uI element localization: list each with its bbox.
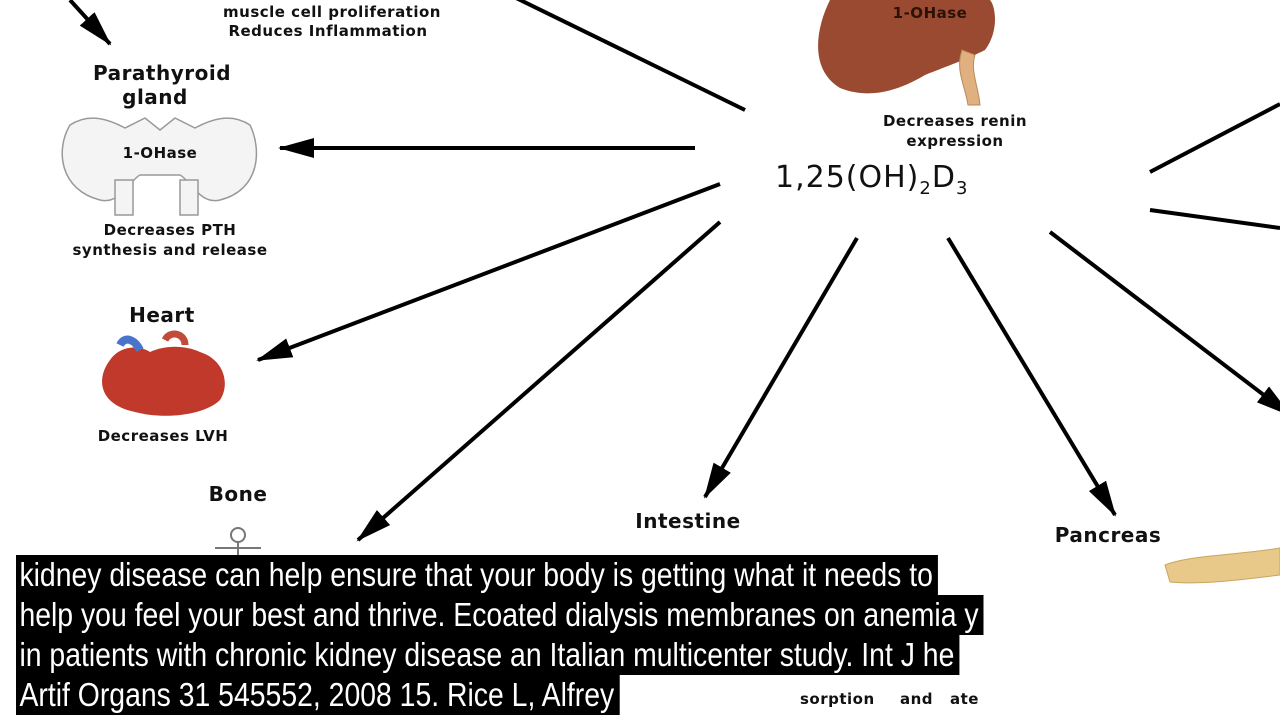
formula-mid: D	[931, 160, 956, 195]
subtitle-line: kidney disease can help ensure that your…	[16, 555, 939, 595]
intestine-partial-2: and	[900, 690, 934, 708]
subtitle-overlay: kidney disease can help ensure that your…	[16, 555, 1141, 715]
kidney-enzyme-label: 1-OHase	[892, 4, 968, 22]
arrow-intestine	[703, 236, 859, 499]
arrow-top-left	[68, 0, 112, 46]
intestine-title: Intestine	[635, 509, 741, 533]
parathyroid-effect-line1: Decreases PTH	[103, 221, 237, 239]
arrow-bone	[356, 220, 722, 542]
pancreas-illustration	[1164, 547, 1280, 584]
arrow-heart	[256, 182, 721, 362]
parathyroid-illustration	[61, 117, 258, 216]
line-top	[515, 0, 746, 112]
kidney-effect-line2: expression	[906, 132, 1004, 150]
heart-title: Heart	[129, 303, 195, 327]
bone-title: Bone	[208, 482, 268, 506]
intestine-partial-1: sorption	[800, 690, 875, 708]
kidney-effect-line1: Decreases renin	[882, 112, 1028, 130]
top-text-line1: muscle cell proliferation	[223, 3, 441, 21]
arrow-right-lower	[1048, 230, 1280, 417]
parathyroid-enzyme-label: 1-OHase	[122, 144, 198, 162]
parathyroid-title-line2: gland	[122, 85, 188, 109]
formula-sub2: 3	[955, 178, 969, 199]
formula-base: 1,25(OH)	[775, 160, 920, 195]
formula-sub1: 2	[919, 178, 932, 199]
parathyroid-title-line1: Parathyroid	[92, 61, 232, 85]
heart-illustration	[102, 330, 225, 416]
subtitle-line: Artif Organs 31 545552, 2008 15. Rice L,…	[16, 675, 620, 715]
subtitle-line: in patients with chronic kidney disease …	[16, 635, 960, 675]
skeleton-illustration	[215, 527, 261, 556]
hormone-formula: 1,25(OH)2D3	[775, 160, 968, 199]
parathyroid-effect-line2: synthesis and release	[72, 241, 268, 259]
line-right-mid	[1149, 208, 1280, 230]
heart-effect: Decreases LVH	[97, 427, 229, 445]
line-right-upper	[1149, 102, 1280, 174]
subtitle-line: help you feel your best and thrive. Ecoa…	[16, 595, 984, 635]
kidney-illustration	[818, 0, 995, 106]
intestine-partial-3: ate	[950, 690, 979, 708]
top-text-line2: Reduces Inflammation	[228, 22, 428, 40]
arrow-pancreas	[946, 236, 1117, 517]
pancreas-title: Pancreas	[1054, 523, 1162, 547]
